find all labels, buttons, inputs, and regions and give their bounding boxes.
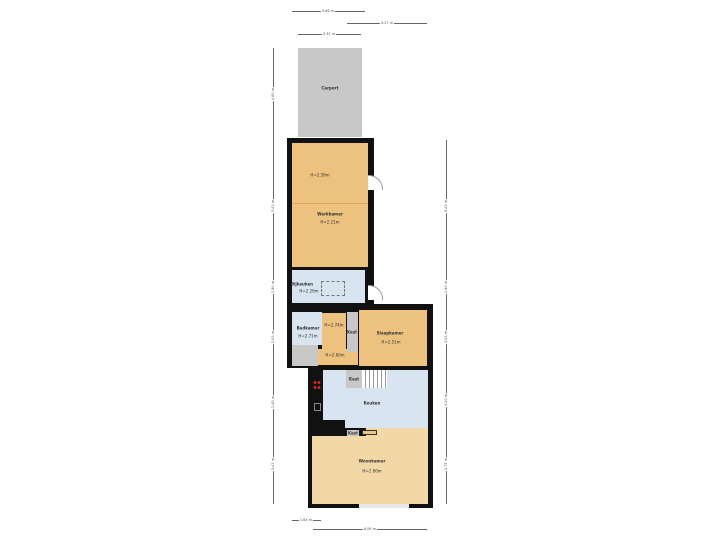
room-werkkamer xyxy=(292,143,368,267)
dimension-label: 1.90 m xyxy=(271,279,275,295)
room-label: Kast xyxy=(347,430,359,436)
dimension-label: 3.20 m xyxy=(444,392,448,408)
shower xyxy=(292,345,318,366)
room-label: Carport xyxy=(321,85,339,91)
room-height: H=2.21m xyxy=(320,219,340,225)
room-height: H=2.60m xyxy=(325,352,345,358)
dimension-label: 3.03 m xyxy=(444,329,448,345)
dimension-label: 3.43 m xyxy=(271,456,275,472)
dimension-label: 4.60 m xyxy=(271,86,275,102)
room-kast xyxy=(347,430,359,436)
room-label: Badkamer xyxy=(296,325,320,331)
room-divider xyxy=(292,203,368,204)
room-height: H=2.59m xyxy=(310,172,330,178)
room-label: Woonkamer xyxy=(358,458,386,464)
door-icon xyxy=(368,175,383,190)
dimension-label: 5.43 m xyxy=(271,198,275,214)
dimension-label: 4.27 m xyxy=(379,21,395,25)
room-hal-lower xyxy=(318,349,358,365)
dimension-line xyxy=(446,140,447,504)
room-bijkeuken xyxy=(292,270,365,303)
sink-icon xyxy=(314,403,321,411)
room-label: Werkkamer xyxy=(317,211,343,217)
room-label: Keuken xyxy=(363,400,381,406)
stove-icon xyxy=(313,380,321,390)
room-kast xyxy=(347,312,358,352)
dimension-label: 2.03 m xyxy=(271,329,275,345)
door-icon xyxy=(368,285,383,300)
window xyxy=(359,504,409,508)
dimension-label: 3.75 m xyxy=(444,456,448,472)
room-height: H=2.71m xyxy=(298,333,318,339)
dimension-label: 3.66 m xyxy=(320,9,336,13)
dimension-label: 2.40 m xyxy=(271,394,275,410)
dimension-line xyxy=(273,48,274,504)
dimension-label: 1.64 m xyxy=(298,518,314,522)
room-label: Bijkeuken xyxy=(290,281,314,287)
room-woonkamer xyxy=(312,436,428,504)
room-badkamer xyxy=(292,312,322,345)
room-height: H=2.74m xyxy=(324,322,344,328)
room-label: Kast xyxy=(346,329,358,335)
room-label: Slaapkamer xyxy=(376,330,404,336)
cabinet xyxy=(362,430,377,435)
room-height: H=2.26m xyxy=(299,288,319,294)
room-kast xyxy=(346,370,362,388)
dimension-label: 6.43 m xyxy=(444,198,448,214)
dimension-label: 1.90 m xyxy=(444,279,448,295)
stairs-icon xyxy=(362,370,387,388)
room-label: Kast xyxy=(348,376,360,382)
dimension-label: 6.06 m xyxy=(362,527,378,531)
dimension-label: 3.31 m xyxy=(321,32,337,36)
room-height: H=2.60m xyxy=(362,468,382,474)
skylight-icon xyxy=(321,281,345,296)
room-keuken-lower xyxy=(345,418,428,428)
room-woonkamer-top xyxy=(366,428,428,436)
room-slaapkamer xyxy=(359,310,427,366)
room-carport xyxy=(298,48,362,137)
room-height: H=2.51m xyxy=(381,339,401,345)
room-hal xyxy=(322,313,346,349)
